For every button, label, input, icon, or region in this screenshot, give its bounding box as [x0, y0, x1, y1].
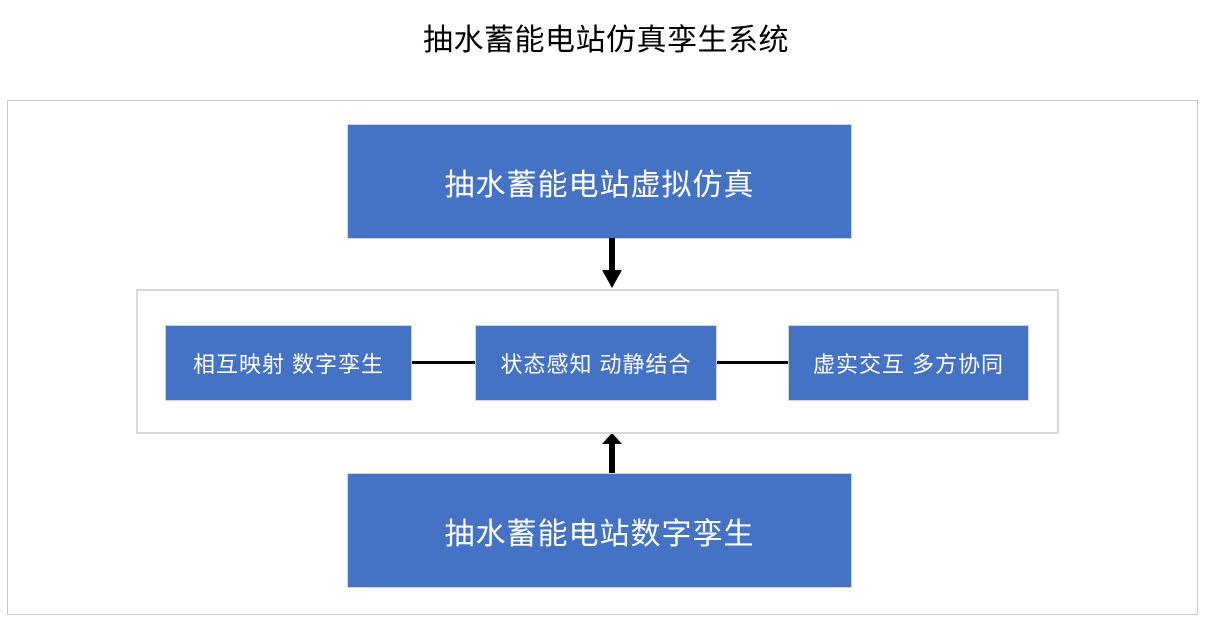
node-mutual-mapping[interactable]: 相互映射 数字孪生 [166, 326, 411, 400]
arrow-up-icon [600, 434, 624, 474]
node-virtual-real-interaction-label: 虚实交互 多方协同 [812, 352, 1005, 377]
diagram-frame: 抽水蓄能电站虚拟仿真 相互映射 数字孪生 状态感知 动静结合 虚实交互 多方协同… [7, 100, 1198, 615]
node-virtual-simulation[interactable]: 抽水蓄能电站虚拟仿真 [348, 125, 851, 238]
node-mutual-mapping-label: 相互映射 数字孪生 [192, 352, 385, 377]
node-digital-twin[interactable]: 抽水蓄能电站数字孪生 [348, 474, 851, 587]
node-digital-twin-label: 抽水蓄能电站数字孪生 [444, 517, 755, 551]
node-state-perception[interactable]: 状态感知 动静结合 [476, 326, 716, 400]
connector-line-right [716, 361, 789, 364]
arrow-down-icon [600, 238, 624, 289]
page-title: 抽水蓄能电站仿真孪生系统 [423, 24, 789, 57]
connector-line-left [411, 361, 476, 364]
node-virtual-real-interaction[interactable]: 虚实交互 多方协同 [789, 326, 1028, 400]
node-state-perception-label: 状态感知 动静结合 [500, 352, 692, 377]
node-virtual-simulation-label: 抽水蓄能电站虚拟仿真 [444, 168, 755, 202]
